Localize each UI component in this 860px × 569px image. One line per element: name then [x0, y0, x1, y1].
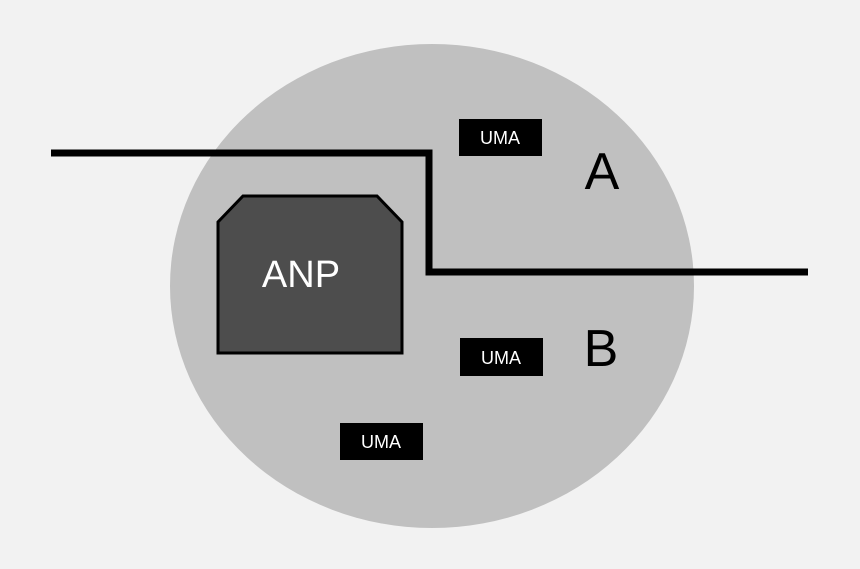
uma-box-label: UMA — [361, 432, 401, 452]
uma-box-rect — [460, 338, 543, 376]
uma-box-upper: UMA — [459, 119, 542, 156]
anp-shape — [216, 194, 404, 355]
uma-box-lower: UMA — [340, 423, 423, 460]
uma-box-label: UMA — [480, 128, 520, 148]
anp-block: ANP — [216, 194, 404, 355]
uma-box-rect — [459, 119, 542, 156]
uma-box-rect — [340, 423, 423, 460]
uma-box-label: UMA — [481, 348, 521, 368]
boundary-line — [51, 149, 808, 276]
uma-box-middle: UMA — [460, 338, 543, 376]
region-label-a: A — [585, 143, 620, 201]
region-label-b: B — [584, 320, 619, 378]
anp-label: ANP — [262, 254, 340, 296]
area-circle — [170, 44, 694, 528]
